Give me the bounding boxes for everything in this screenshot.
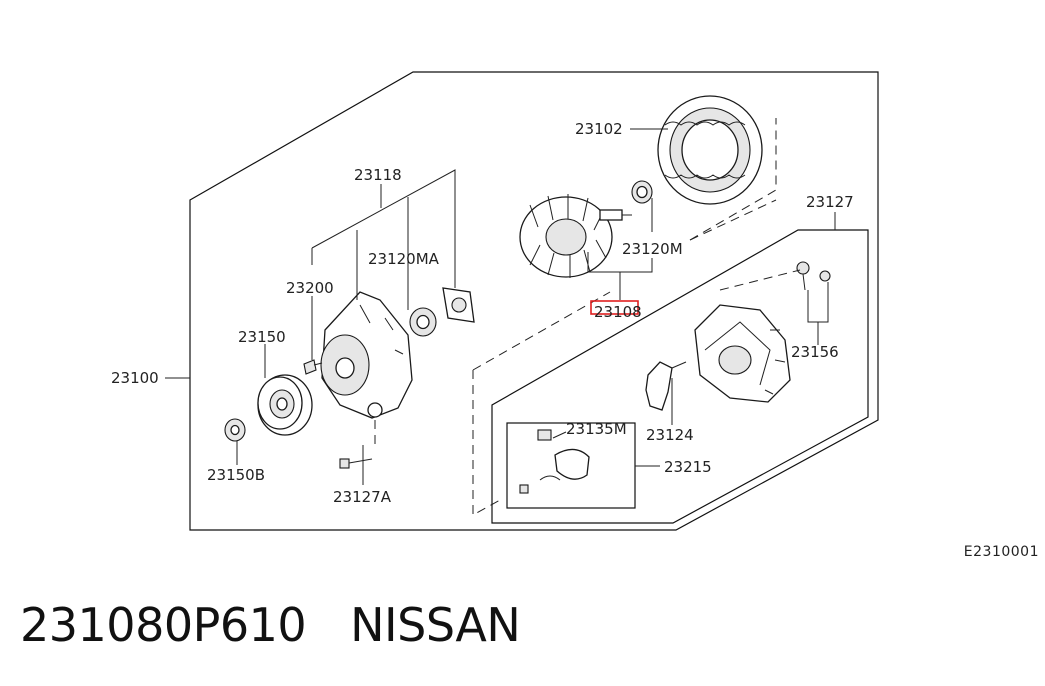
rear-group-box <box>491 229 869 524</box>
brand-name: NISSAN <box>350 598 521 652</box>
rotor-part <box>519 194 632 278</box>
label-23124[interactable]: 23124 <box>646 426 694 444</box>
highlight-box <box>590 300 639 315</box>
rear-bearing-part <box>631 180 653 204</box>
rotor-dashed-box <box>472 118 777 516</box>
outer-frame <box>189 71 879 531</box>
label-23135m[interactable]: 23135M <box>566 420 627 438</box>
label-23215[interactable]: 23215 <box>664 458 712 476</box>
retainer-plate-part <box>442 287 475 323</box>
footer-title: 231080P610 NISSAN <box>20 598 564 652</box>
brush-holder-part <box>519 429 590 494</box>
label-23118[interactable]: 23118 <box>354 166 402 184</box>
label-23127[interactable]: 23127 <box>806 193 854 211</box>
label-23100[interactable]: 23100 <box>111 369 159 387</box>
pulley-nut-part <box>224 418 246 442</box>
figure-code: E2310001 <box>963 544 1039 560</box>
screw-23200-part <box>303 359 323 375</box>
terminal-bolt-part <box>796 261 831 291</box>
label-23120m[interactable]: 23120M <box>622 240 683 258</box>
regulator-part <box>645 361 687 411</box>
pulley-part <box>257 374 313 436</box>
front-housing-part <box>320 291 413 419</box>
label-23150[interactable]: 23150 <box>238 328 286 346</box>
label-23127a[interactable]: 23127A <box>333 488 392 506</box>
label-23200[interactable]: 23200 <box>286 279 334 297</box>
rear-cover-part <box>694 304 791 403</box>
label-23108[interactable]: 23108 <box>594 303 642 321</box>
front-bearing-part <box>409 307 437 337</box>
label-23102[interactable]: 23102 <box>575 120 623 138</box>
through-bolt-part <box>339 458 373 469</box>
label-23150b[interactable]: 23150B <box>207 466 265 484</box>
stator-part <box>657 95 763 205</box>
label-23156[interactable]: 23156 <box>791 343 839 361</box>
part-number: 231080P610 <box>20 598 307 652</box>
leader-lines <box>165 128 836 485</box>
label-23120ma[interactable]: 23120MA <box>368 250 440 268</box>
